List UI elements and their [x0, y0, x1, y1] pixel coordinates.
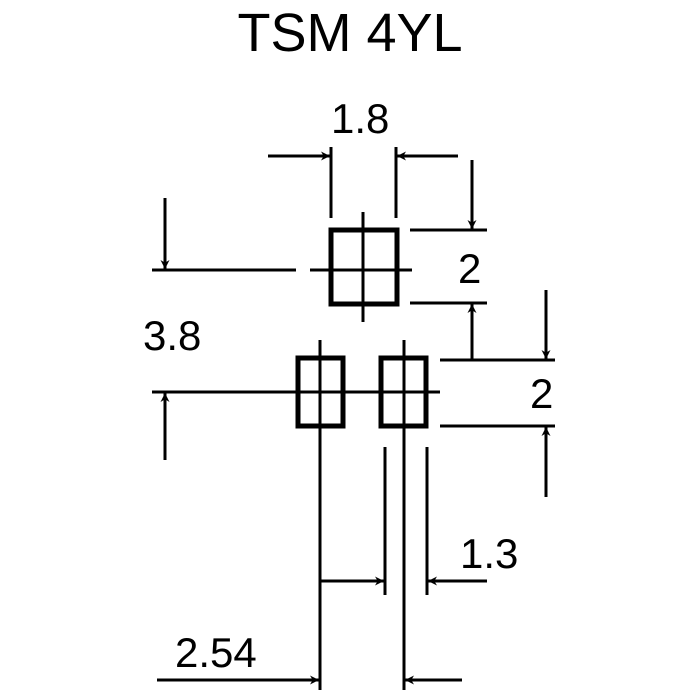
label-1-8: 1.8	[331, 95, 390, 142]
bottom-left-pad	[295, 340, 346, 690]
label-1-3: 1.3	[460, 530, 519, 577]
dimension-2-top	[410, 160, 487, 360]
label-2-bottom: 2	[530, 370, 554, 417]
label-3-8: 3.8	[143, 312, 202, 359]
dimension-1-8	[268, 147, 458, 218]
top-pad	[310, 212, 412, 322]
bottom-right-pad	[378, 340, 429, 690]
label-2-top: 2	[458, 245, 482, 292]
label-2-54: 2.54	[175, 629, 257, 676]
diagram-title: TSM 4YL	[237, 3, 463, 63]
dimension-2-bottom	[440, 290, 555, 497]
dimension-1-3	[321, 447, 487, 595]
